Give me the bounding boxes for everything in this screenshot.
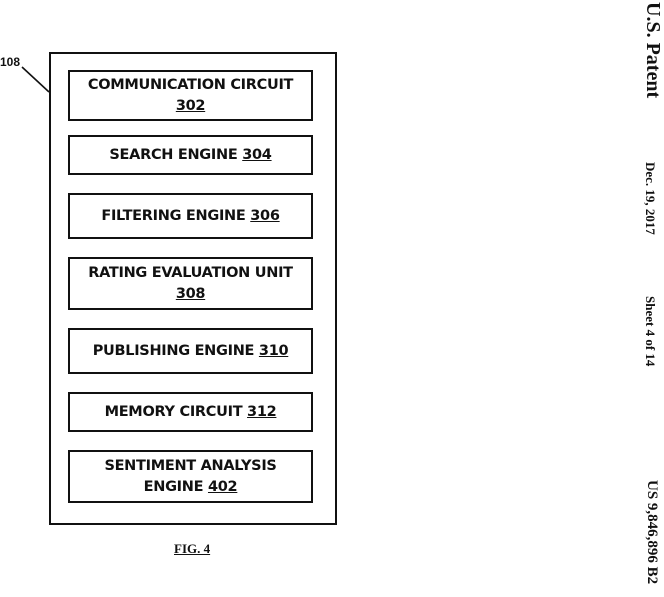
container-ref-label: 108: [0, 55, 21, 69]
component-ref: 310: [258, 342, 289, 359]
component-rating-evaluation-unit: RATING EVALUATION UNIT 308: [68, 257, 313, 310]
component-ref: 308: [175, 285, 206, 302]
component-label: PUBLISHING ENGINE: [92, 342, 255, 359]
component-memory-circuit: MEMORY CIRCUIT 312: [68, 392, 313, 432]
sheet-number: Sheet 4 of 14: [643, 296, 658, 367]
system-container-box: [49, 52, 337, 525]
leader-line: [21, 66, 50, 93]
component-ref: 302: [175, 97, 206, 114]
component-ref: 402: [207, 478, 238, 495]
patent-title: U.S. Patent: [642, 2, 664, 99]
patent-date: Dec. 19, 2017: [643, 162, 658, 235]
component-label: SEARCH ENGINE: [109, 146, 238, 163]
figure-caption: FIG. 4: [174, 541, 211, 556]
component-label: FILTERING ENGINE: [101, 207, 246, 224]
component-sentiment-analysis-engine: SENTIMENT ANALYSIS ENGINE 402: [68, 450, 313, 503]
component-filtering-engine: FILTERING ENGINE 306: [68, 193, 313, 239]
component-search-engine: SEARCH ENGINE 304: [68, 135, 313, 175]
component-label: COMMUNICATION CIRCUIT: [87, 76, 294, 93]
component-ref: 306: [250, 207, 280, 224]
component-label-line1: SENTIMENT ANALYSIS: [104, 457, 277, 474]
component-communication-circuit: COMMUNICATION CIRCUIT 302: [68, 70, 313, 121]
patent-number: US 9,846,896 B2: [644, 480, 660, 585]
component-label-line2: ENGINE: [143, 478, 204, 495]
component-publishing-engine: PUBLISHING ENGINE 310: [68, 328, 313, 374]
component-ref: 312: [247, 403, 277, 420]
component-label: RATING EVALUATION UNIT: [88, 264, 293, 281]
component-ref: 304: [242, 146, 272, 163]
patent-header: U.S. Patent Dec. 19, 2017 Sheet 4 of 14 …: [632, 0, 664, 597]
component-label: MEMORY CIRCUIT: [104, 403, 243, 420]
